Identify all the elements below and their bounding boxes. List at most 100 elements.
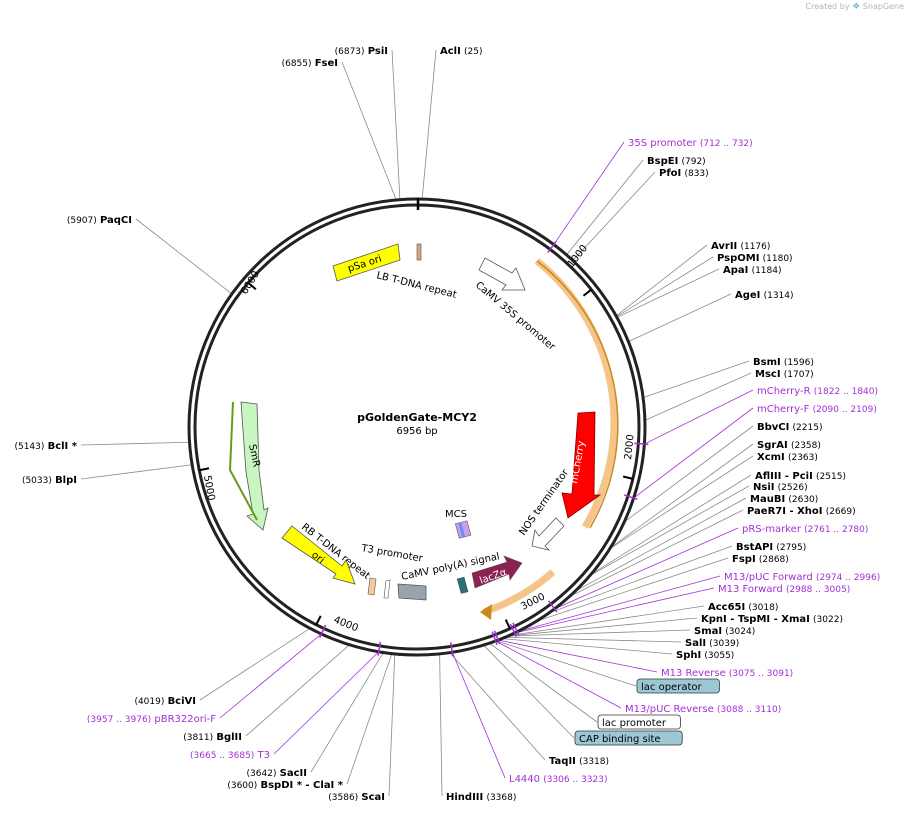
- label-msci[interactable]: MscI (1707): [755, 369, 814, 380]
- label-sacii[interactable]: (3642) SacII: [247, 768, 307, 779]
- label-text-smai: SmaI (3024): [694, 626, 755, 637]
- feature-mcs[interactable]: MCS: [445, 509, 472, 539]
- primer-mark-m13-reverse: [493, 630, 501, 645]
- label-l4440[interactable]: L4440 (3306 .. 3323): [509, 774, 608, 785]
- label-psii[interactable]: (6873) PsiI: [335, 46, 388, 57]
- label-pos-pspomi: (1180): [763, 254, 793, 264]
- label-agei[interactable]: AgeI (1314): [735, 290, 794, 301]
- label-sali[interactable]: SalI (3039): [685, 638, 739, 649]
- label-pos-m13-puc-forward: (2974 .. 2996): [816, 573, 880, 583]
- label-text-sacii: (3642) SacII: [247, 768, 307, 779]
- primer-mark-pbr322ori-f: [319, 624, 327, 638]
- feature-nos-terminator[interactable]: NOS terminator: [517, 467, 572, 551]
- label-lac-promoter[interactable]: lac promoter: [597, 714, 681, 730]
- leader-mcherry-f: [633, 407, 754, 499]
- label-text-pspomi: PspOMI (1180): [717, 253, 793, 264]
- label-t3[interactable]: (3665 .. 3685) T3: [190, 750, 270, 761]
- label-pos-acc65i: (3018): [748, 603, 778, 613]
- label-name-scai: ScaI: [361, 792, 385, 803]
- label-name-m13-forward: M13 Forward: [718, 584, 783, 595]
- leader-bspei: [566, 159, 644, 256]
- label-taqii[interactable]: TaqII (3318): [549, 756, 609, 767]
- leader-m13-puc-forward: [517, 575, 721, 633]
- label-name-mcherry-f: mCherry-F: [757, 404, 810, 415]
- label-bspei[interactable]: BspEI (792): [647, 156, 706, 167]
- label-m13-puc-reverse[interactable]: M13/pUC Reverse (3088 .. 3110): [625, 704, 781, 715]
- label-fspi[interactable]: FspI (2868): [732, 554, 789, 565]
- feature-smr[interactable]: SmR: [228, 401, 269, 531]
- label-cap-binding-site[interactable]: CAP binding site: [574, 730, 683, 746]
- leader-taqii: [449, 652, 546, 761]
- label-text-m13-puc-reverse: M13/pUC Reverse (3088 .. 3110): [625, 704, 781, 715]
- label-name-bspdi-clai: BspDI * - ClaI *: [260, 780, 343, 791]
- leader-blpi: [80, 464, 193, 480]
- label-pos-m13-forward: (2988 .. 3005): [786, 585, 850, 595]
- leader-sgrai: [610, 443, 754, 549]
- label-blpi[interactable]: (5033) BlpI: [22, 475, 77, 486]
- primer-mark-prs-marker: [547, 600, 558, 613]
- leader-bstapi: [548, 545, 733, 614]
- label-sgrai[interactable]: SgrAI (2358): [757, 440, 821, 451]
- leader-pspomi: [616, 256, 714, 318]
- label-bstapi[interactable]: BstAPI (2795): [736, 542, 806, 553]
- tick-2000: [622, 475, 634, 480]
- label-name-msci: MscI: [755, 369, 781, 380]
- label-bspdi-clai[interactable]: (3600) BspDI * - ClaI *: [227, 780, 343, 791]
- label-pos-fspi: (2868): [759, 555, 789, 565]
- label-pfoi[interactable]: PfoI (833): [659, 168, 709, 179]
- label-mcherry-f[interactable]: mCherry-F (2090 .. 2109): [757, 404, 877, 415]
- label-m13-forward[interactable]: M13 Forward (2988 .. 3005): [718, 584, 850, 595]
- label-acli[interactable]: AclI (25): [440, 46, 483, 57]
- label-bbvci[interactable]: BbvCI (2215): [757, 422, 822, 433]
- label-pos-msci: (1707): [784, 370, 814, 380]
- label-bcli[interactable]: (5143) BclI *: [14, 441, 77, 452]
- label-prs-marker[interactable]: pRS-marker (2761 .. 2780): [742, 524, 868, 535]
- label-pspomi[interactable]: PspOMI (1180): [717, 253, 793, 264]
- label-fsei[interactable]: (6855) FseI: [282, 58, 338, 69]
- label-smai[interactable]: SmaI (3024): [694, 626, 755, 637]
- label-hindiii[interactable]: HindIII (3368): [446, 792, 516, 803]
- label-maubi[interactable]: MauBI (2630): [750, 494, 818, 505]
- label-sphi[interactable]: SphI (3055): [676, 650, 734, 661]
- label-avrii[interactable]: AvrII (1176): [711, 241, 770, 252]
- label-name-nsii: NsiI: [753, 482, 774, 493]
- label-nsii[interactable]: NsiI (2526): [753, 482, 808, 493]
- label-afliii-pcii[interactable]: AflIII - PciI (2515): [755, 471, 846, 482]
- plasmid-size: 6956 bp: [396, 426, 437, 437]
- snapgene-logo-icon: ❖: [852, 2, 861, 12]
- label-acc65i[interactable]: Acc65I (3018): [708, 602, 778, 613]
- label-mcherry-r[interactable]: mCherry-R (1822 .. 1840): [757, 386, 878, 397]
- label-m13-puc-forward[interactable]: M13/pUC Forward (2974 .. 2996): [724, 572, 880, 583]
- label-name-kpni-tspmi-xmai: KpnI - TspMI - XmaI: [701, 614, 810, 625]
- feature-mcherry[interactable]: mCherry: [561, 411, 602, 519]
- label-name-bstapi: BstAPI: [736, 542, 773, 553]
- label-bglii[interactable]: (3811) BglII: [183, 732, 242, 743]
- leader-m13-forward: [514, 587, 715, 634]
- label-apai[interactable]: ApaI (1184): [723, 265, 782, 276]
- leader-paer7i-xhoi: [568, 509, 744, 598]
- label-name-hindiii: HindIII: [446, 792, 483, 803]
- label-paqci[interactable]: (5907) PaqCI: [67, 215, 132, 226]
- label-bsmi[interactable]: BsmI (1596): [753, 357, 814, 368]
- label-kpni-tspmi-xmai[interactable]: KpnI - TspMI - XmaI (3022): [701, 614, 843, 625]
- label-35s-promoter[interactable]: 35S promoter (712 .. 732): [628, 138, 753, 149]
- label-paer7i-xhoi[interactable]: PaeR7I - XhoI (2669): [747, 506, 856, 517]
- label-m13-reverse[interactable]: M13 Reverse (3075 .. 3091): [661, 668, 793, 679]
- label-name-bspei: BspEI: [647, 156, 678, 167]
- leader-psii: [391, 49, 401, 200]
- mcherry-orf-arc: [534, 258, 618, 529]
- label-name-pspomi: PspOMI: [717, 253, 759, 264]
- label-pos-psii: (6873): [335, 47, 365, 57]
- label-pbr322ori-f[interactable]: (3957 .. 3976) pBR322ori-F: [87, 714, 216, 725]
- label-lac-operator[interactable]: lac operator: [636, 678, 720, 694]
- label-text-pbr322ori-f: (3957 .. 3976) pBR322ori-F: [87, 714, 216, 725]
- label-bcivi[interactable]: (4019) BciVI: [134, 696, 196, 707]
- label-name-bcli: BclI *: [48, 441, 78, 452]
- label-name-sgrai: SgrAI: [757, 440, 788, 451]
- leader-smai: [507, 629, 691, 637]
- label-xcmi[interactable]: XcmI (2363): [757, 452, 818, 463]
- label-scai[interactable]: (3586) ScaI: [328, 792, 385, 803]
- label-text-bspei: BspEI (792): [647, 156, 706, 167]
- label-pos-blpi: (5033): [22, 476, 52, 486]
- tick-label-4000: 4000: [332, 615, 360, 635]
